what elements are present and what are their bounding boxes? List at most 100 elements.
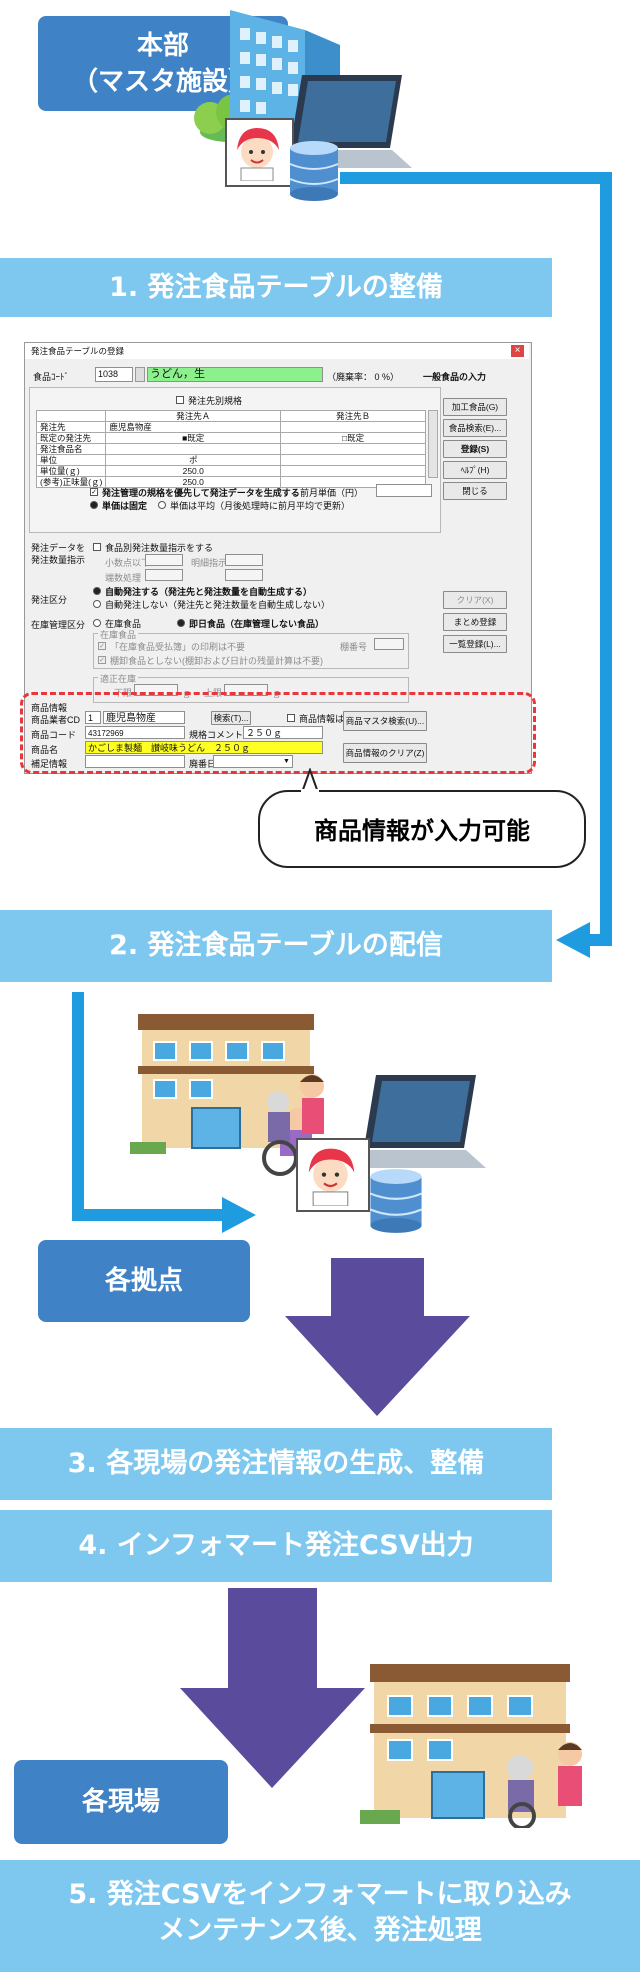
order-qty-label: 発注数量指示 <box>31 555 86 565</box>
product-info-highlight <box>20 692 536 774</box>
detail-instruct-select[interactable] <box>225 554 263 566</box>
shelf-no-input[interactable] <box>374 638 404 650</box>
grid-cell: 250.0 <box>105 465 282 477</box>
list-register-button[interactable]: 一覧登録(L)... <box>443 635 507 653</box>
stock-item-radio[interactable] <box>93 619 101 627</box>
food-name-field: うどん，生 <box>147 367 323 382</box>
spec-comment-input[interactable]: ２５０ｇ <box>243 726 323 739</box>
auto-order-label: 自動発注する（発注先と発注数量を自動生成する） <box>105 587 313 597</box>
no-product-info-label: 商品情報は無効 <box>299 714 363 724</box>
window-titlebar[interactable]: 発注食品テーブルの登録 × <box>25 343 529 359</box>
grid-cell: ポ <box>105 454 282 466</box>
step-5-label-line2: メンテナンス後、発注処理 <box>158 1915 482 1946</box>
grid-scrollbar[interactable] <box>428 410 438 478</box>
product-info-clear-button[interactable]: 商品情報のクリア(Z) <box>343 743 427 763</box>
shelf-stock-checkbox[interactable]: ✓ <box>98 656 106 664</box>
stock-group-title: 在庫食品 <box>98 628 139 641</box>
stock-group: 在庫食品 ✓ 「在庫食品受払簿」の印刷は不要 棚番号 ✓ 棚卸食品としない(棚卸… <box>93 628 409 669</box>
product-code-input[interactable]: 43172969 <box>85 726 185 739</box>
sites-label-text: 各現場 <box>81 1787 160 1817</box>
bulk-register-button[interactable]: まとめ登録(M)... <box>443 613 507 643</box>
decimal-label: 小数点以下 <box>105 558 151 568</box>
stock-print-checkbox[interactable]: ✓ <box>98 642 106 650</box>
laptop-illustration-bases <box>346 1075 486 1168</box>
grid-cell <box>280 454 426 466</box>
table-row[interactable]: 発注食品名 <box>35 443 426 455</box>
extra-info-label: 補足情報 <box>31 759 68 769</box>
spec-comment-label: 規格コメント <box>189 730 244 740</box>
proper-stock-title: 適正在庫 <box>98 672 139 685</box>
table-row[interactable]: 発注先鹿児島物産 <box>35 421 426 433</box>
same-day-label: 即日食品（在庫管理しない食品） <box>189 619 325 629</box>
step-3-band: 3. 各現場の発注情報の生成、整備 <box>0 1428 552 1500</box>
priority-label: 発注管理の規格を優先して発注データを生成する <box>102 488 300 498</box>
decimal-select[interactable] <box>145 554 183 566</box>
clear-button[interactable]: クリア(X) <box>443 591 507 609</box>
prev-price-input[interactable] <box>376 484 432 497</box>
grid-cell <box>105 443 282 455</box>
bases-label: 各拠点 <box>38 1240 250 1322</box>
stock-print-label: 「在庫食品受払簿」の印刷は不要 <box>110 642 246 652</box>
sites-label: 各現場 <box>14 1760 228 1844</box>
price-avg-label: 単価は平均（月後処理時に前月平均で更新） <box>170 501 351 511</box>
vendor-name-field: 鹿児島物産 <box>103 711 185 724</box>
processed-food-button[interactable]: 加工食品(G) <box>443 398 507 416</box>
product-code-label: 商品コード <box>31 730 77 740</box>
step-5-band: 5. 発注CSVをインフォマートに取り込み メンテナンス後、発注処理 <box>0 1860 640 1972</box>
price-fixed-radio[interactable] <box>90 501 98 509</box>
step-2-band: 2. 発注食品テーブルの配信 <box>0 910 552 982</box>
priority-checkbox[interactable]: ✓ <box>90 488 98 496</box>
no-product-info-checkbox[interactable] <box>287 714 295 722</box>
no-auto-order-label: 自動発注しない（発注先と発注数量を自動生成しない） <box>105 600 331 610</box>
food-code-label: 食品ｺｰﾄﾞ <box>33 372 70 382</box>
qty-instruct-checkbox[interactable] <box>93 543 101 551</box>
table-row[interactable]: 既定の発注先■既定□既定 <box>35 432 426 444</box>
food-type-text: 一般食品の入力 <box>423 372 487 382</box>
food-code-input[interactable]: 1038 <box>95 367 133 382</box>
register-button[interactable]: 登録(S) <box>443 440 507 458</box>
qty-instruct-label: 食品別発注数量指示をする <box>105 543 214 553</box>
callout-bubble: 商品情報が入力可能 <box>258 790 586 868</box>
grid-cell <box>280 443 426 455</box>
down-arrow-icon <box>285 1258 470 1416</box>
hq-label-line2: （マスタ施設） <box>71 67 254 97</box>
vendor-search-button[interactable]: 検索(T)... <box>211 711 251 725</box>
step-2-label: 2. 発注食品テーブルの配信 <box>109 930 443 961</box>
no-auto-order-radio[interactable] <box>93 600 101 608</box>
order-spec-panel: 発注先別規格 発注先Ａ 発注先Ｂ 発注先鹿児島物産 既定の発注先■既定□既定 発… <box>29 387 441 533</box>
step-1-label: 1. 発注食品テーブルの整備 <box>109 272 443 303</box>
grid-cell: 鹿児島物産 <box>105 421 282 433</box>
grid-cell: 単位 <box>35 454 107 466</box>
rounding-select-2[interactable] <box>225 569 263 581</box>
step-4-label: 4. インフォマート発注CSV出力 <box>78 1530 474 1561</box>
table-row[interactable]: (参考)正味量(ｇ)250.0 <box>35 476 426 488</box>
auto-order-radio[interactable] <box>93 587 101 595</box>
product-info-title: 商品情報 <box>31 703 68 713</box>
same-day-radio[interactable] <box>177 619 185 627</box>
food-search-button[interactable]: 食品検索(E)... <box>443 419 507 437</box>
chevron-down-icon[interactable]: ▼ <box>283 758 290 765</box>
vendor-label: 商品業者CD <box>31 715 80 725</box>
discontinued-label: 廃番日 <box>189 759 217 769</box>
shelf-no-label: 棚番号 <box>340 642 368 652</box>
close-icon[interactable]: × <box>511 345 524 357</box>
extra-info-input[interactable] <box>85 755 185 768</box>
separate-spec-checkbox[interactable] <box>176 396 184 404</box>
close-glyph: × <box>514 345 521 356</box>
window-title: 発注食品テーブルの登録 <box>31 346 124 356</box>
rounding-label: 端数処理 <box>105 573 142 583</box>
product-name-input[interactable]: かごしま製麺 讃岐味うどん ２５０ｇ <box>85 741 323 754</box>
rounding-select-1[interactable] <box>145 569 183 581</box>
table-row[interactable]: 単位ポ <box>35 454 426 466</box>
close-button[interactable]: 閉じる <box>443 482 507 500</box>
help-button[interactable]: ﾍﾙﾌﾟ(H) <box>443 461 507 479</box>
price-avg-radio[interactable] <box>158 501 166 509</box>
food-code-spinner[interactable] <box>135 367 145 382</box>
order-spec-grid[interactable]: 発注先Ａ 発注先Ｂ 発注先鹿児島物産 既定の発注先■既定□既定 発注食品名 単位… <box>35 410 426 488</box>
vendor-code-input[interactable]: 1 <box>85 711 101 724</box>
product-master-search-button[interactable]: 商品マスタ検索(U)... <box>343 711 427 731</box>
table-row[interactable]: 単位量(ｇ)250.0 <box>35 465 426 477</box>
grid-header-cell: 発注先Ａ <box>105 410 282 422</box>
discontinued-select[interactable] <box>213 755 293 768</box>
